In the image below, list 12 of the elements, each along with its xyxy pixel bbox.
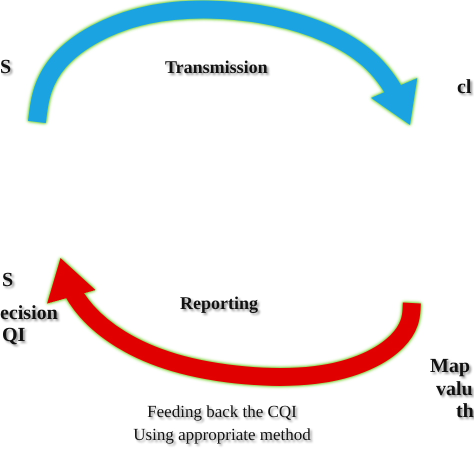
curved-arrow (47, 256, 421, 386)
node-text: QI (2, 324, 26, 346)
node-text: Map (430, 355, 470, 377)
node-text: ecision (0, 302, 58, 324)
edge-label: Transmission (165, 56, 268, 78)
edge-label: Reporting (180, 292, 258, 314)
node-text: cl (457, 76, 472, 98)
node-text: S (0, 56, 12, 78)
node-text: valu (436, 378, 473, 400)
node-text: S (2, 269, 14, 291)
node-text: th (456, 400, 474, 422)
note-text: Feeding back the CQI Using appropriate method (132, 401, 312, 446)
